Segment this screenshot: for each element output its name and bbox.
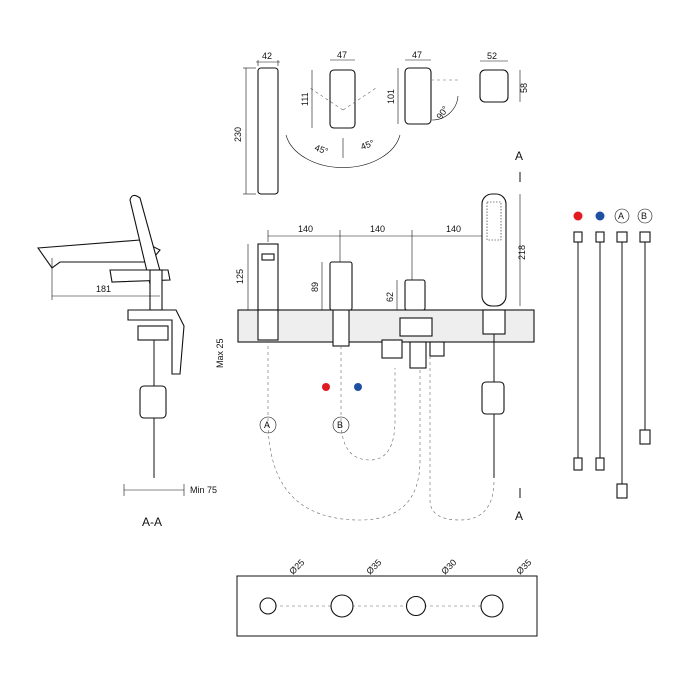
dim-101: 101 — [386, 89, 396, 104]
dim-52: 52 — [487, 51, 497, 61]
dim-140-c: 140 — [446, 224, 461, 234]
dim-d35-b: Ø35 — [514, 557, 533, 576]
lever-top-view — [329, 69, 356, 129]
hot-indicator — [322, 383, 330, 391]
legend-b-circle — [637, 208, 653, 224]
hole-template: Ø25 Ø35 Ø30 Ø35 — [236, 557, 538, 637]
dim-140-a: 140 — [298, 224, 313, 234]
section-view: 181 Min 75 A-A — [36, 194, 217, 529]
dim-89: 89 — [310, 282, 320, 292]
section-marker-bottom: A — [515, 509, 523, 523]
diverter-front — [404, 279, 426, 311]
hose-label-a-circle — [259, 416, 277, 434]
dim-d25: Ø25 — [287, 557, 306, 576]
dim-42: 42 — [262, 51, 272, 61]
legend-a: A — [618, 211, 624, 221]
dim-d30: Ø30 — [439, 557, 458, 576]
legend-hot-dot — [573, 211, 583, 221]
hose-label-b: B — [337, 420, 343, 430]
dim-45-right: 45° — [359, 138, 376, 152]
dim-47-a: 47 — [337, 50, 347, 60]
dim-d35-a: Ø35 — [364, 557, 383, 576]
section-title: A-A — [142, 515, 162, 529]
hose-label-a: A — [264, 420, 270, 430]
legend-a-circle — [614, 208, 630, 224]
dim-230: 230 — [233, 127, 243, 142]
dim-181: 181 — [96, 284, 111, 294]
dim-45-left: 45° — [313, 142, 330, 156]
deck-template — [236, 575, 538, 637]
cold-indicator — [354, 383, 362, 391]
dim-max25: Max 25 — [215, 338, 225, 368]
legend-b: B — [641, 211, 647, 221]
hand-shower — [481, 193, 507, 307]
section-marker-top: A — [515, 149, 523, 163]
dim-47-b: 47 — [412, 50, 422, 60]
dim-218: 218 — [517, 245, 527, 260]
lever-front — [329, 261, 353, 311]
dim-111: 111 — [300, 92, 310, 106]
hose-label-b-circle — [332, 416, 350, 434]
spout-side-view — [257, 67, 279, 195]
diverter-top-view — [404, 67, 432, 125]
hoses-legend: A B — [573, 208, 653, 499]
dim-140-b: 140 — [370, 224, 385, 234]
dim-125: 125 — [235, 269, 245, 284]
legend-cold-dot — [595, 211, 605, 221]
top-views: 42 230 45° 45° 47 111 90° 47 101 52 58 — [233, 50, 529, 195]
front-view: 140 140 140 125 89 62 218 Max 2 — [215, 149, 535, 523]
holder-top-view — [479, 69, 509, 103]
dim-58: 58 — [519, 83, 529, 93]
dim-90: 90° — [434, 104, 450, 121]
dim-62: 62 — [385, 292, 395, 302]
dim-min75: Min 75 — [190, 485, 217, 495]
